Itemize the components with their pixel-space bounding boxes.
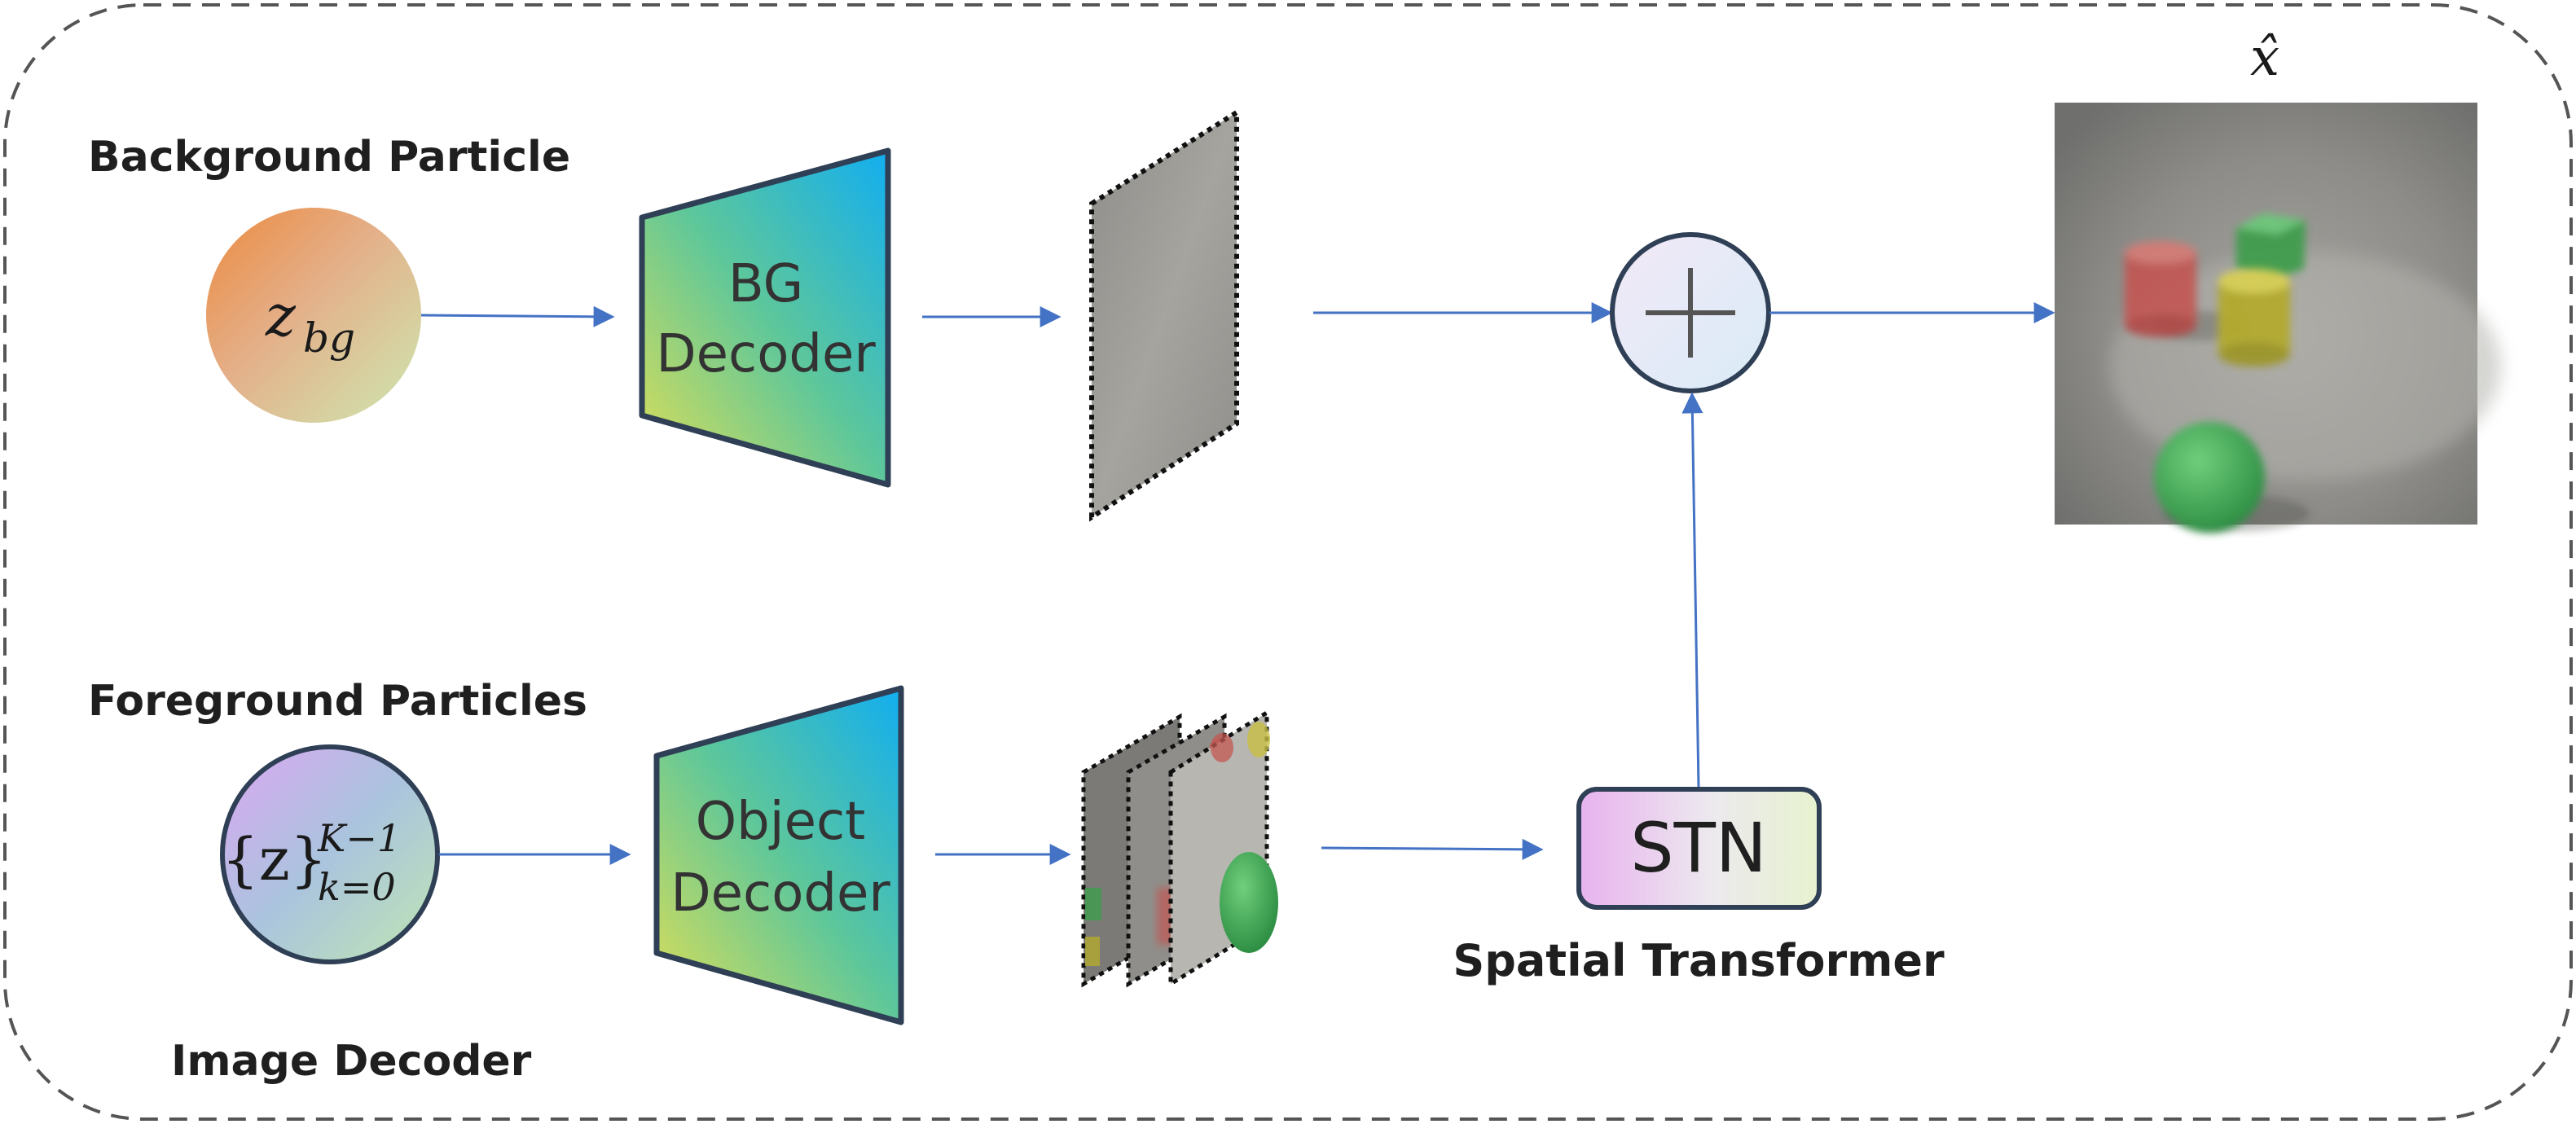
stn-node: STN xyxy=(1576,787,1822,910)
output-scene-image xyxy=(2055,103,2501,533)
fg-particle-superscript: K−1 xyxy=(317,816,401,860)
foreground-particles-label: Foreground Particles xyxy=(88,677,587,726)
arrow-objpanels-to-stn xyxy=(1321,838,1544,860)
fg-particle-set: {z} xyxy=(222,825,327,893)
bg-particle-subscript: bg xyxy=(303,314,355,362)
arrow-stn-to-plus xyxy=(1681,392,1703,788)
arrow-bgparticle-to-bgdecoder xyxy=(420,305,615,327)
fg-particle-subscript: k=0 xyxy=(318,865,396,909)
bg-decoder-node: BG Decoder xyxy=(639,147,891,488)
background-particle-label: Background Particle xyxy=(88,133,570,182)
composite-plus-node xyxy=(1610,232,1771,393)
object-decoder-label-line2: Decoder xyxy=(670,863,890,924)
foreground-particles-node: {z} K−1 k=0 xyxy=(220,744,440,964)
spatial-transformer-label: Spatial Transformer xyxy=(1453,935,1945,986)
stn-label: STN xyxy=(1630,808,1766,888)
object-render-panels xyxy=(1081,709,1278,988)
object-panel-front xyxy=(1168,709,1278,988)
image-decoder-label: Image Decoder xyxy=(171,1037,532,1086)
bg-particle-z: z xyxy=(265,283,297,349)
bg-decoder-label-line1: BG xyxy=(728,254,803,314)
background-render-panel xyxy=(1089,108,1239,522)
background-particle-node: z bg xyxy=(206,208,421,423)
object-decoder-node: Object Decoder xyxy=(653,685,904,1025)
object-decoder-label-line1: Object xyxy=(696,792,865,852)
bg-decoder-label-line2: Decoder xyxy=(656,324,876,384)
outer-dashed-border xyxy=(3,3,2573,1121)
output-symbol: x̂ xyxy=(2250,28,2279,88)
